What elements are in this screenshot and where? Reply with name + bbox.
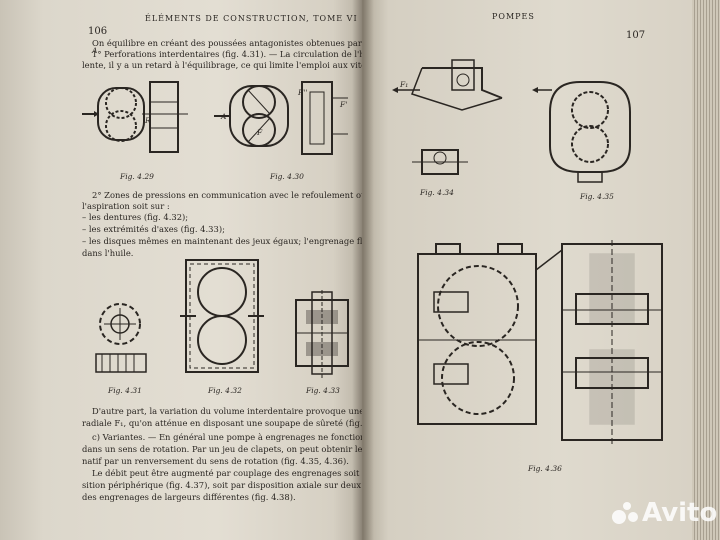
fig-label-f1: F' <box>340 100 348 109</box>
running-header-left: ÉLÉMENTS DE CONSTRUCTION, TOME VI <box>145 14 358 23</box>
avito-watermark: Avito <box>612 498 717 528</box>
page-edges <box>692 0 720 540</box>
text-line: – les extrémités d'axes (fig. 4.33); <box>82 224 225 234</box>
text-line: dans l'huile. <box>82 248 134 258</box>
fig-label-f1-right: F₁ <box>400 80 409 89</box>
figure-4-33 <box>295 290 349 378</box>
text-line: – les disques mêmes en maintenant des je… <box>82 236 362 246</box>
figure-4-30 <box>214 81 348 155</box>
text-line: radiale F₁, qu'on atténue en disposant u… <box>82 418 362 428</box>
fig-label-r: R <box>145 116 151 125</box>
figure-4-32 <box>180 259 264 373</box>
text-line: – les dentures (fig. 4.32); <box>82 212 189 222</box>
running-header-right: POMPES <box>492 12 535 21</box>
caption-fig-4-31: Fig. 4.31 <box>108 386 142 395</box>
figure-4-31 <box>95 303 147 373</box>
caption-fig-4-33: Fig. 4.33 <box>306 386 340 395</box>
fig-label-a2: A <box>221 112 227 121</box>
page-number-left: 106 <box>88 26 108 37</box>
figure-4-29 <box>82 81 188 153</box>
fig-label-f2: F'' <box>298 88 308 97</box>
text-line: Le débit peut être augmenté par couplage… <box>92 468 362 478</box>
text-line: 1° Perforations interdentaires (fig. 4.3… <box>92 49 362 59</box>
caption-fig-4-29: Fig. 4.29 <box>120 172 154 181</box>
avito-logo-icon <box>612 500 638 526</box>
caption-fig-4-35: Fig. 4.35 <box>580 192 614 201</box>
page-number-right: 107 <box>626 30 646 41</box>
text-line: natif par un renversement du sens de rot… <box>82 456 349 466</box>
watermark-text: Avito <box>642 498 718 528</box>
text-line: 2° Zones de pressions en communication a… <box>92 190 362 200</box>
right-page: POMPES 107 F₁ Fig. 4.34 Fig. 4.35 <box>362 0 692 540</box>
fig-label-a: A <box>92 46 98 55</box>
text-line: c) Variantes. — En général une pompe à e… <box>92 432 362 442</box>
text-line: lente, il y a un retard à l'équilibrage,… <box>82 60 362 70</box>
text-line: des engrenages de largeurs différentes (… <box>82 492 296 502</box>
caption-fig-4-30: Fig. 4.30 <box>270 172 304 181</box>
text-line: D'autre part, la variation du volume int… <box>92 406 362 416</box>
caption-fig-4-34: Fig. 4.34 <box>420 188 454 197</box>
text-line: sition périphérique (fig. 4.37), soit pa… <box>82 480 362 490</box>
figure-4-35 <box>532 81 631 183</box>
text-line: dans un sens de rotation. Par un jeu de … <box>82 444 362 454</box>
text-line: On équilibre en créant des poussées anta… <box>92 38 362 48</box>
book-gutter <box>352 0 374 540</box>
caption-fig-4-32: Fig. 4.32 <box>208 386 242 395</box>
text-line: l'aspiration soit sur : <box>82 201 170 211</box>
figure-4-36 <box>417 240 663 446</box>
fig-label-f: F <box>257 128 263 137</box>
figure-4-34 <box>392 59 503 175</box>
caption-fig-4-36: Fig. 4.36 <box>528 464 562 473</box>
left-page: 106 ÉLÉMENTS DE CONSTRUCTION, TOME VI On… <box>0 0 362 540</box>
